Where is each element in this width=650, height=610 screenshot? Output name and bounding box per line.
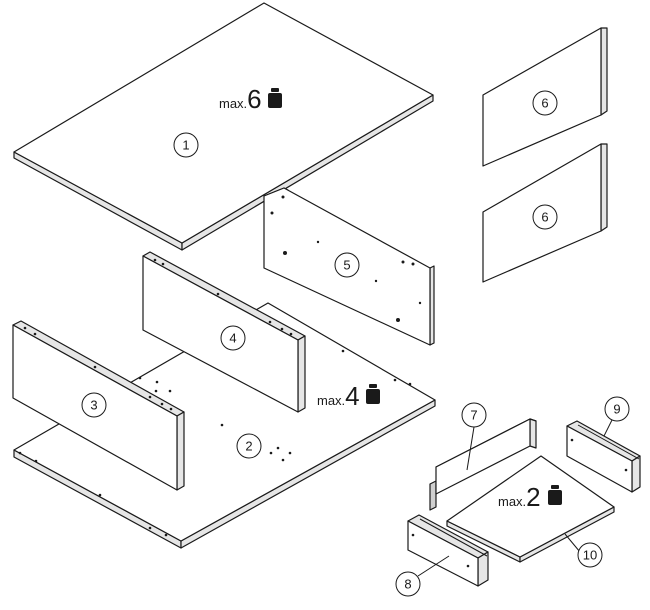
weight-icon (548, 485, 562, 505)
leader-7 (466, 426, 475, 471)
svg-text:max.4: max.4 (317, 381, 360, 411)
svg-text:8: 8 (404, 577, 411, 592)
svg-text:6: 6 (541, 96, 548, 111)
callout-part-8: 8 (395, 571, 421, 597)
svg-text:4: 4 (229, 331, 236, 346)
load-limit-drawer: max.2 (498, 482, 562, 512)
svg-text:max.2: max.2 (498, 482, 541, 512)
load-limit-bottom: max.4 (317, 381, 380, 411)
svg-text:6: 6 (541, 210, 548, 225)
callout-part-1: 1 (173, 132, 199, 158)
svg-text:1: 1 (182, 138, 189, 153)
drawer-side-8 (407, 514, 489, 587)
bottom-panel (13, 302, 436, 549)
leader-9 (603, 417, 614, 437)
divider-panel (142, 251, 306, 413)
svg-text:9: 9 (613, 402, 620, 417)
callout-part-7: 7 (461, 402, 487, 428)
drawer-bottom-10 (446, 455, 615, 563)
callout-part-10: 10 (577, 542, 603, 568)
callout-part-6a: 6 (532, 90, 558, 116)
weight-icon (268, 88, 282, 108)
leader-8 (417, 555, 450, 577)
callout-part-5: 5 (334, 252, 360, 278)
callout-part-6b: 6 (532, 204, 558, 230)
svg-text:7: 7 (470, 408, 477, 423)
svg-text:5: 5 (343, 258, 350, 273)
callout-part-2: 2 (236, 433, 262, 459)
callout-part-9: 9 (604, 396, 630, 422)
callout-part-3: 3 (81, 392, 107, 418)
top-panel (13, 2, 434, 251)
svg-text:10: 10 (583, 548, 597, 563)
drawer-side-9 (566, 420, 641, 493)
load-limit-top: max.6 (219, 84, 282, 114)
callout-part-4: 4 (220, 325, 246, 351)
weight-icon (366, 384, 380, 404)
leader-10 (564, 533, 581, 553)
svg-text:3: 3 (90, 398, 97, 413)
drawer-side-7 (429, 418, 537, 511)
svg-text:max.6: max.6 (219, 84, 262, 114)
svg-text:2: 2 (245, 439, 252, 454)
